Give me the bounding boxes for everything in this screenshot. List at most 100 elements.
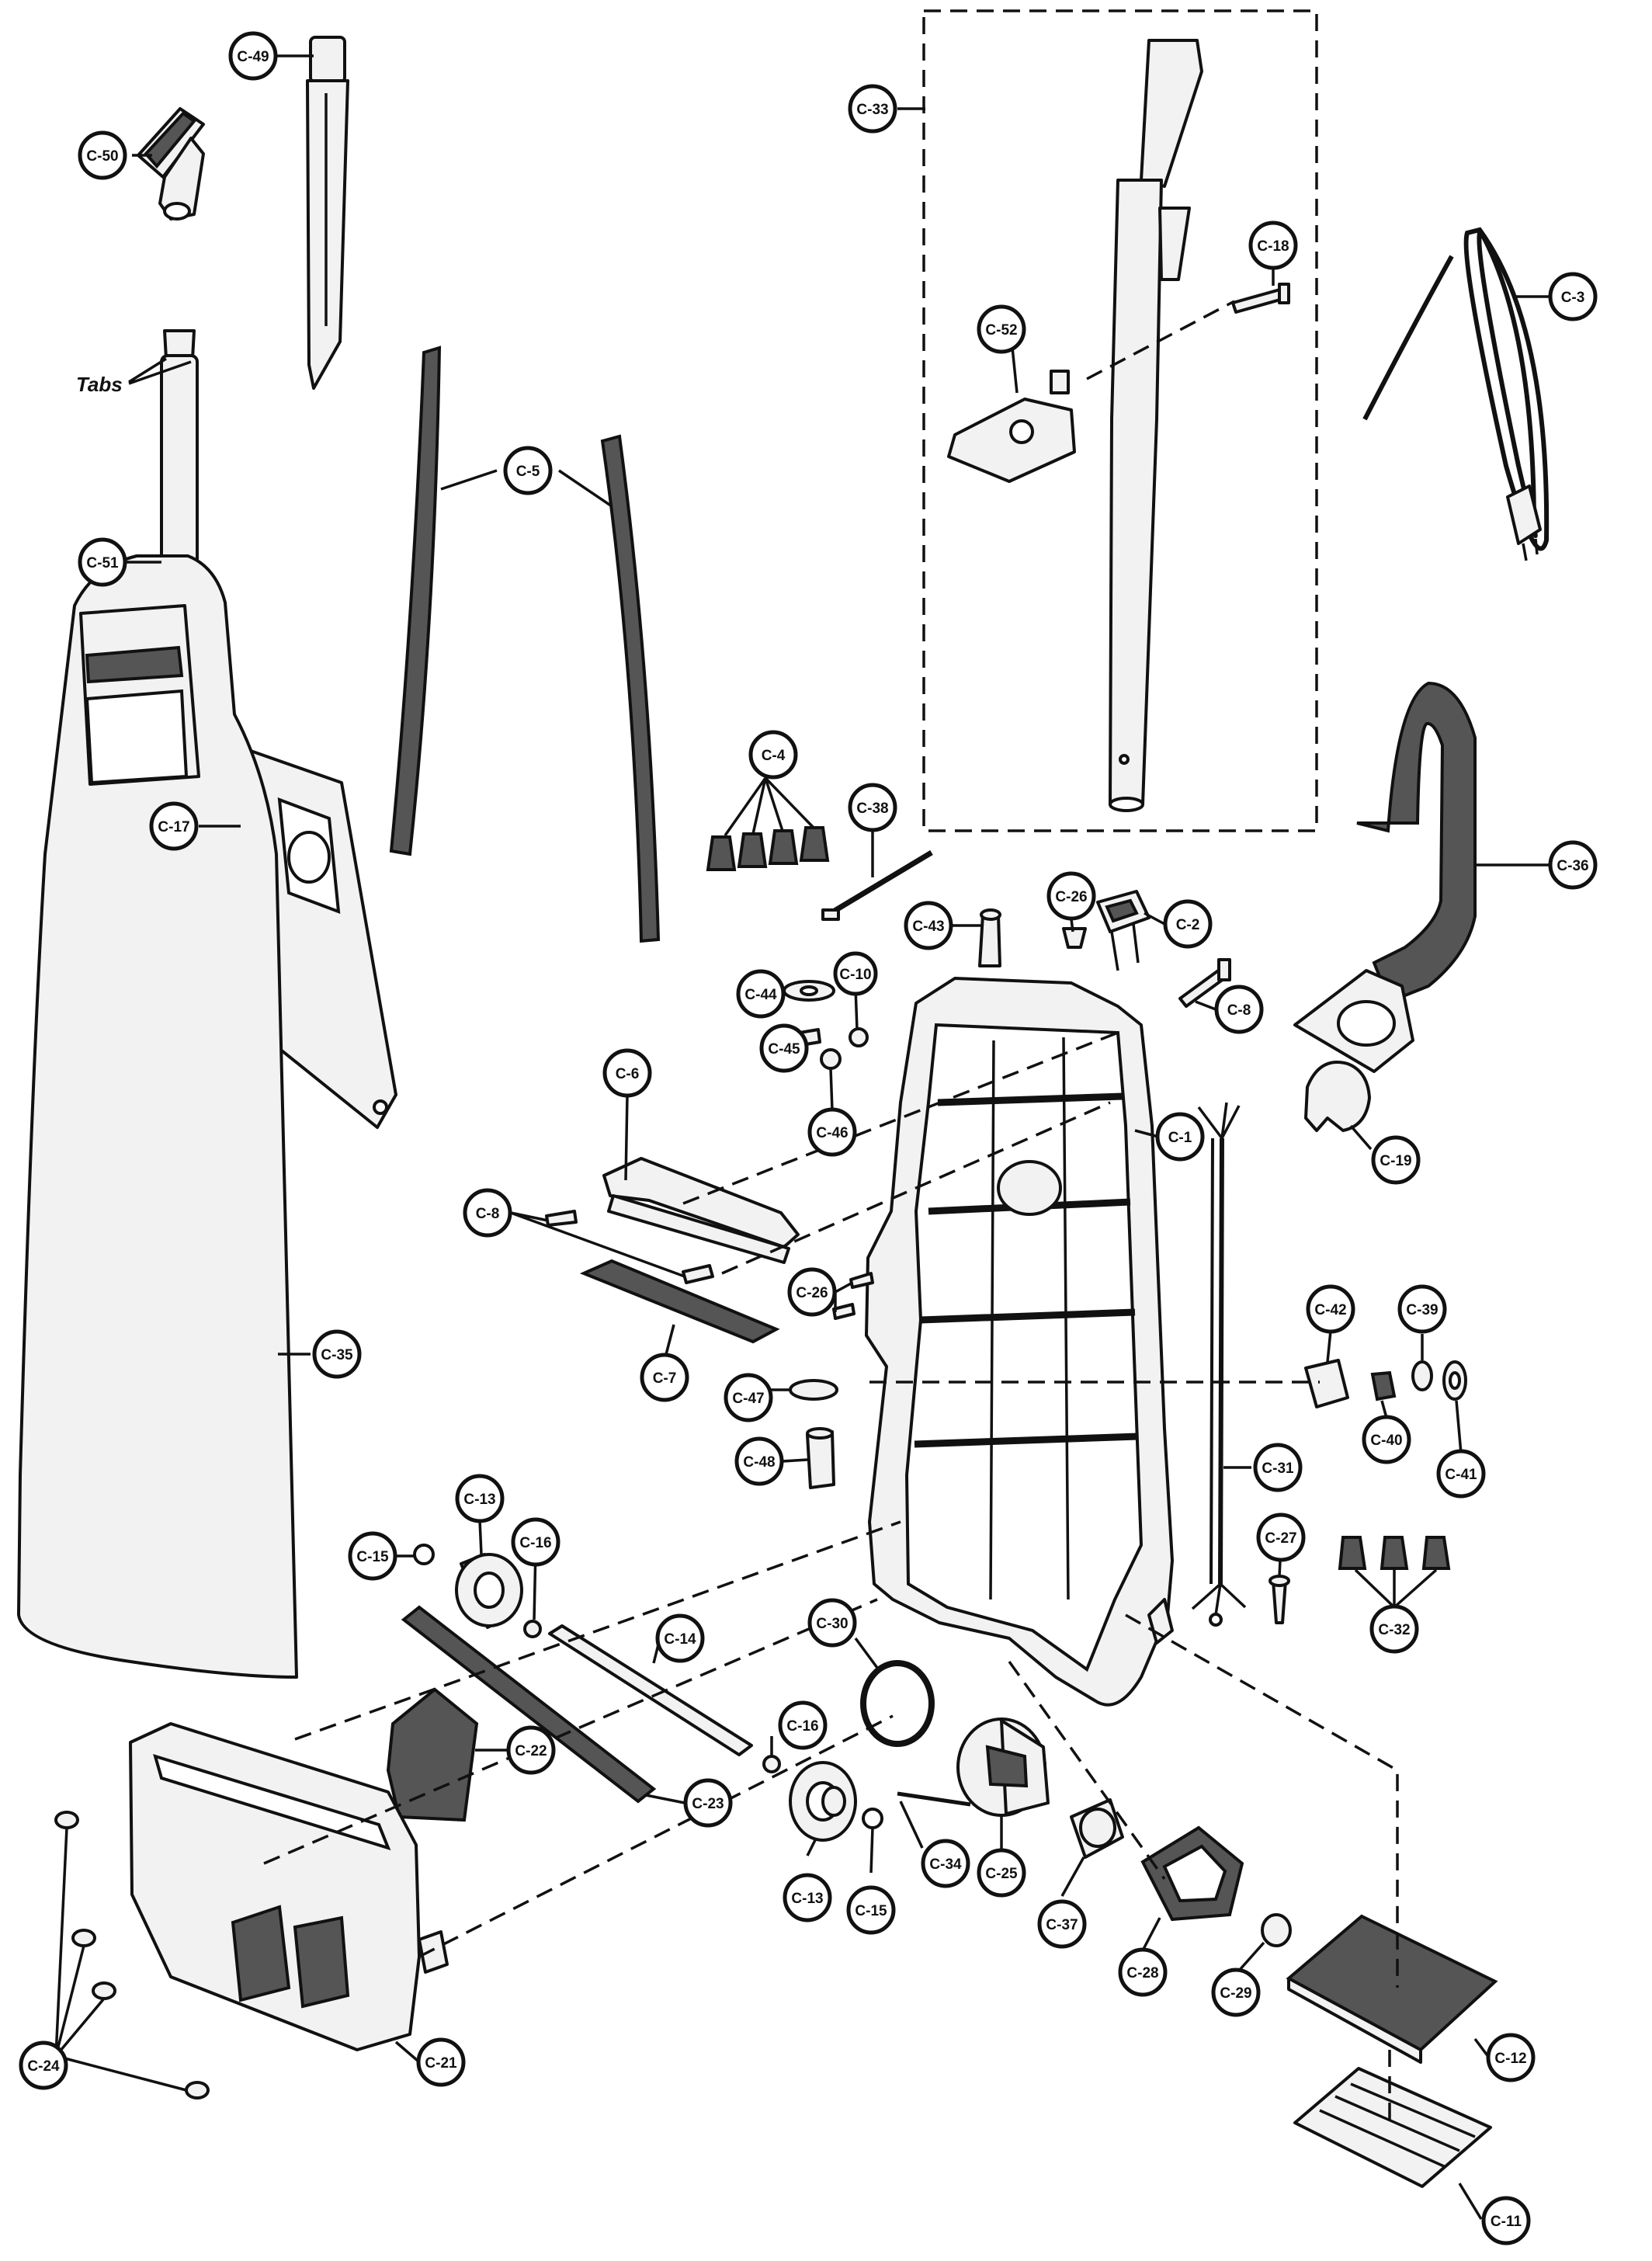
svg-text:C-23: C-23: [692, 1796, 724, 1812]
cord-hook-part: [1304, 1061, 1371, 1132]
callout-c-15-bottom: C-15: [846, 1885, 896, 1935]
side-trim-strips-part: [389, 346, 661, 943]
svg-text:C-40: C-40: [1370, 1433, 1402, 1449]
nozzle-base-parts: [54, 1687, 479, 2100]
callout-c-18: C-18: [1248, 221, 1298, 270]
svg-text:C-13: C-13: [791, 1891, 823, 1907]
crevice-tool-part: [306, 36, 349, 390]
callout-c-3: C-3: [1548, 272, 1598, 321]
svg-text:C-15: C-15: [855, 1903, 887, 1919]
callout-c-49: C-49: [228, 31, 278, 81]
filter-parts: [1140, 1825, 1498, 2188]
svg-text:C-4: C-4: [762, 748, 786, 764]
svg-text:C-31: C-31: [1262, 1460, 1294, 1477]
callout-c-8-left: C-8: [463, 1188, 512, 1238]
callout-c-13-top: C-13: [455, 1474, 505, 1523]
callout-c-38: C-38: [848, 783, 897, 832]
callout-c-13-bottom: C-13: [783, 1873, 832, 1922]
callout-c-25: C-25: [977, 1848, 1026, 1898]
callout-c-4: C-4: [748, 730, 798, 780]
callout-c-51: C-51: [78, 537, 127, 587]
callout-c-2: C-2: [1163, 899, 1213, 949]
svg-text:C-37: C-37: [1046, 1917, 1078, 1933]
svg-text:C-33: C-33: [856, 102, 888, 118]
outer-bag-part: [17, 554, 298, 1679]
callout-c-47: C-47: [724, 1373, 773, 1422]
wire-nuts-part: [706, 826, 830, 871]
svg-text:C-16: C-16: [786, 1718, 818, 1735]
svg-text:C-28: C-28: [1126, 1965, 1158, 1981]
svg-text:C-7: C-7: [653, 1370, 677, 1387]
tabs-annotation: Tabs: [76, 357, 192, 396]
callout-c-36: C-36: [1548, 840, 1598, 890]
callout-c-29: C-29: [1211, 1968, 1261, 2017]
callout-c-5: C-5: [503, 446, 553, 495]
svg-text:C-26: C-26: [796, 1285, 828, 1301]
svg-text:C-15: C-15: [356, 1549, 389, 1565]
svg-text:C-41: C-41: [1445, 1467, 1477, 1483]
callout-c-44: C-44: [736, 969, 786, 1019]
callout-c-42: C-42: [1306, 1284, 1355, 1334]
callout-c-34: C-34: [921, 1839, 970, 1888]
callout-c-27: C-27: [1256, 1513, 1306, 1562]
svg-text:C-24: C-24: [27, 2058, 60, 2075]
svg-text:C-27: C-27: [1265, 1530, 1296, 1547]
svg-text:C-17: C-17: [158, 819, 189, 835]
svg-text:C-35: C-35: [321, 1347, 353, 1363]
svg-text:C-19: C-19: [1380, 1153, 1411, 1169]
svg-text:C-12: C-12: [1494, 2051, 1526, 2067]
tabs-label: Tabs: [76, 373, 123, 396]
callout-c-40: C-40: [1362, 1415, 1411, 1464]
svg-text:C-11: C-11: [1491, 2214, 1522, 2230]
svg-text:C-34: C-34: [929, 1856, 962, 1873]
screw-and-connectors-parts: [1268, 1536, 1451, 1624]
callout-c-41: C-41: [1436, 1449, 1486, 1499]
callout-c-16-bottom: C-16: [778, 1700, 828, 1750]
callout-c-22: C-22: [506, 1725, 556, 1775]
callout-c-30: C-30: [807, 1598, 857, 1648]
callout-c-8-top: C-8: [1214, 985, 1264, 1034]
svg-text:C-8: C-8: [476, 1206, 500, 1222]
svg-text:C-38: C-38: [856, 801, 888, 817]
bumper-and-strip-parts: [545, 1157, 874, 1344]
svg-text:C-32: C-32: [1378, 1622, 1410, 1638]
callout-c-10: C-10: [833, 951, 878, 996]
svg-text:C-6: C-6: [616, 1066, 640, 1082]
svg-text:C-51: C-51: [86, 555, 119, 571]
svg-text:C-46: C-46: [816, 1125, 848, 1141]
svg-text:C-42: C-42: [1314, 1302, 1346, 1318]
svg-text:C-45: C-45: [768, 1041, 800, 1058]
callout-c-24: C-24: [19, 2040, 68, 2090]
svg-text:C-39: C-39: [1406, 1302, 1438, 1318]
svg-text:C-36: C-36: [1557, 858, 1588, 874]
callout-c-52: C-52: [977, 304, 1026, 354]
svg-text:C-16: C-16: [519, 1535, 551, 1551]
svg-text:C-47: C-47: [732, 1391, 764, 1407]
callout-c-12: C-12: [1486, 2033, 1536, 2082]
svg-text:C-26: C-26: [1055, 889, 1087, 905]
callout-c-1: C-1: [1155, 1112, 1205, 1162]
callout-c-11: C-11: [1481, 2196, 1531, 2245]
svg-text:C-52: C-52: [985, 322, 1017, 339]
brushroll-and-wheel-parts: [401, 1544, 883, 1842]
callout-c-21: C-21: [416, 2037, 466, 2087]
svg-text:C-10: C-10: [839, 967, 871, 983]
callout-c-32: C-32: [1369, 1604, 1419, 1654]
callout-c-43: C-43: [904, 901, 953, 950]
power-cord-part: [1362, 227, 1550, 561]
callout-c-19: C-19: [1371, 1135, 1421, 1185]
callout-c-28: C-28: [1118, 1947, 1168, 1997]
svg-text:C-49: C-49: [237, 49, 269, 65]
callout-c-50: C-50: [78, 130, 127, 180]
svg-text:C-29: C-29: [1220, 1985, 1251, 2002]
callout-c-39: C-39: [1397, 1284, 1447, 1334]
leader-lines: [54, 54, 1550, 2220]
svg-text:C-44: C-44: [744, 987, 777, 1003]
main-body-frame-part: [865, 977, 1174, 1707]
callout-c-14: C-14: [655, 1613, 705, 1663]
svg-text:C-3: C-3: [1561, 290, 1585, 306]
callout-c-37: C-37: [1037, 1899, 1087, 1949]
callout-c-48: C-48: [734, 1436, 784, 1486]
hose-part: [1293, 681, 1477, 1073]
